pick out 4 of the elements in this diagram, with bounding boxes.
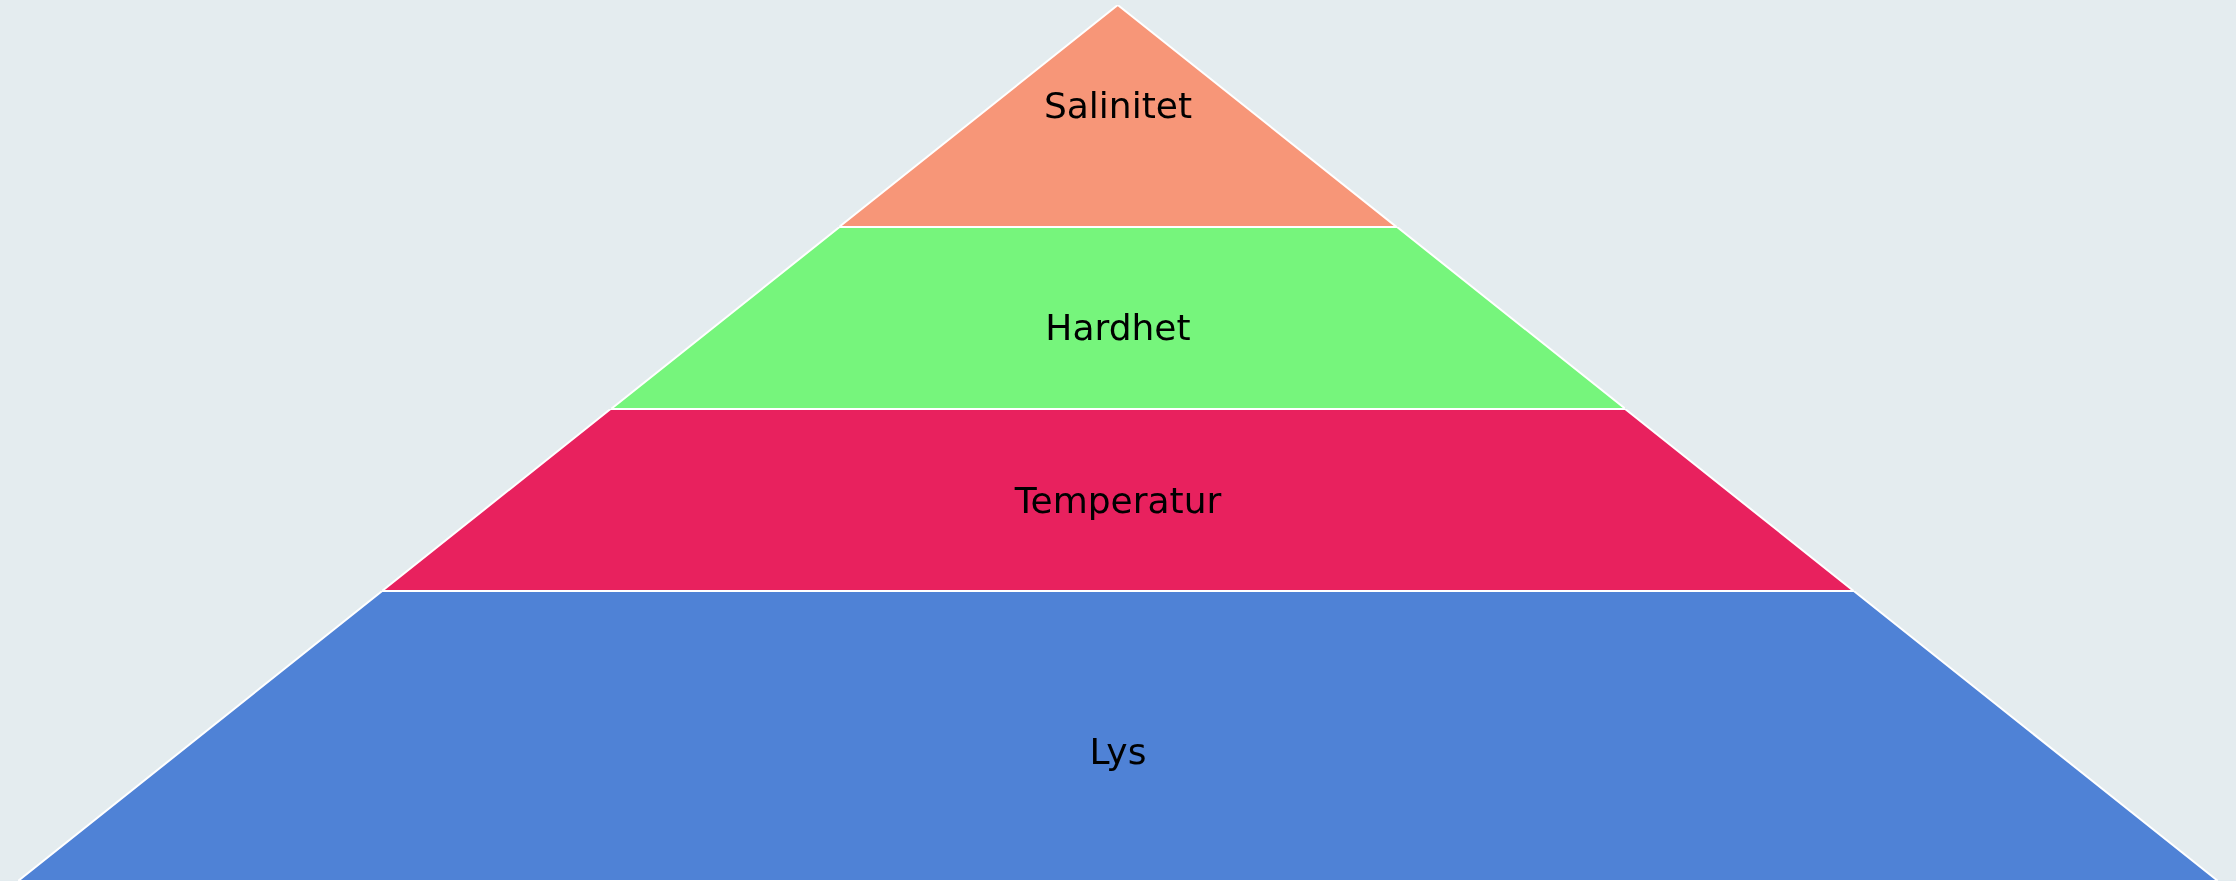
layer-label: Lys <box>1089 730 1147 771</box>
layer-label: Salinitet <box>1043 84 1193 126</box>
layer-label: Hardhet <box>1045 306 1191 348</box>
layer-label: Temperatur <box>1014 479 1222 521</box>
